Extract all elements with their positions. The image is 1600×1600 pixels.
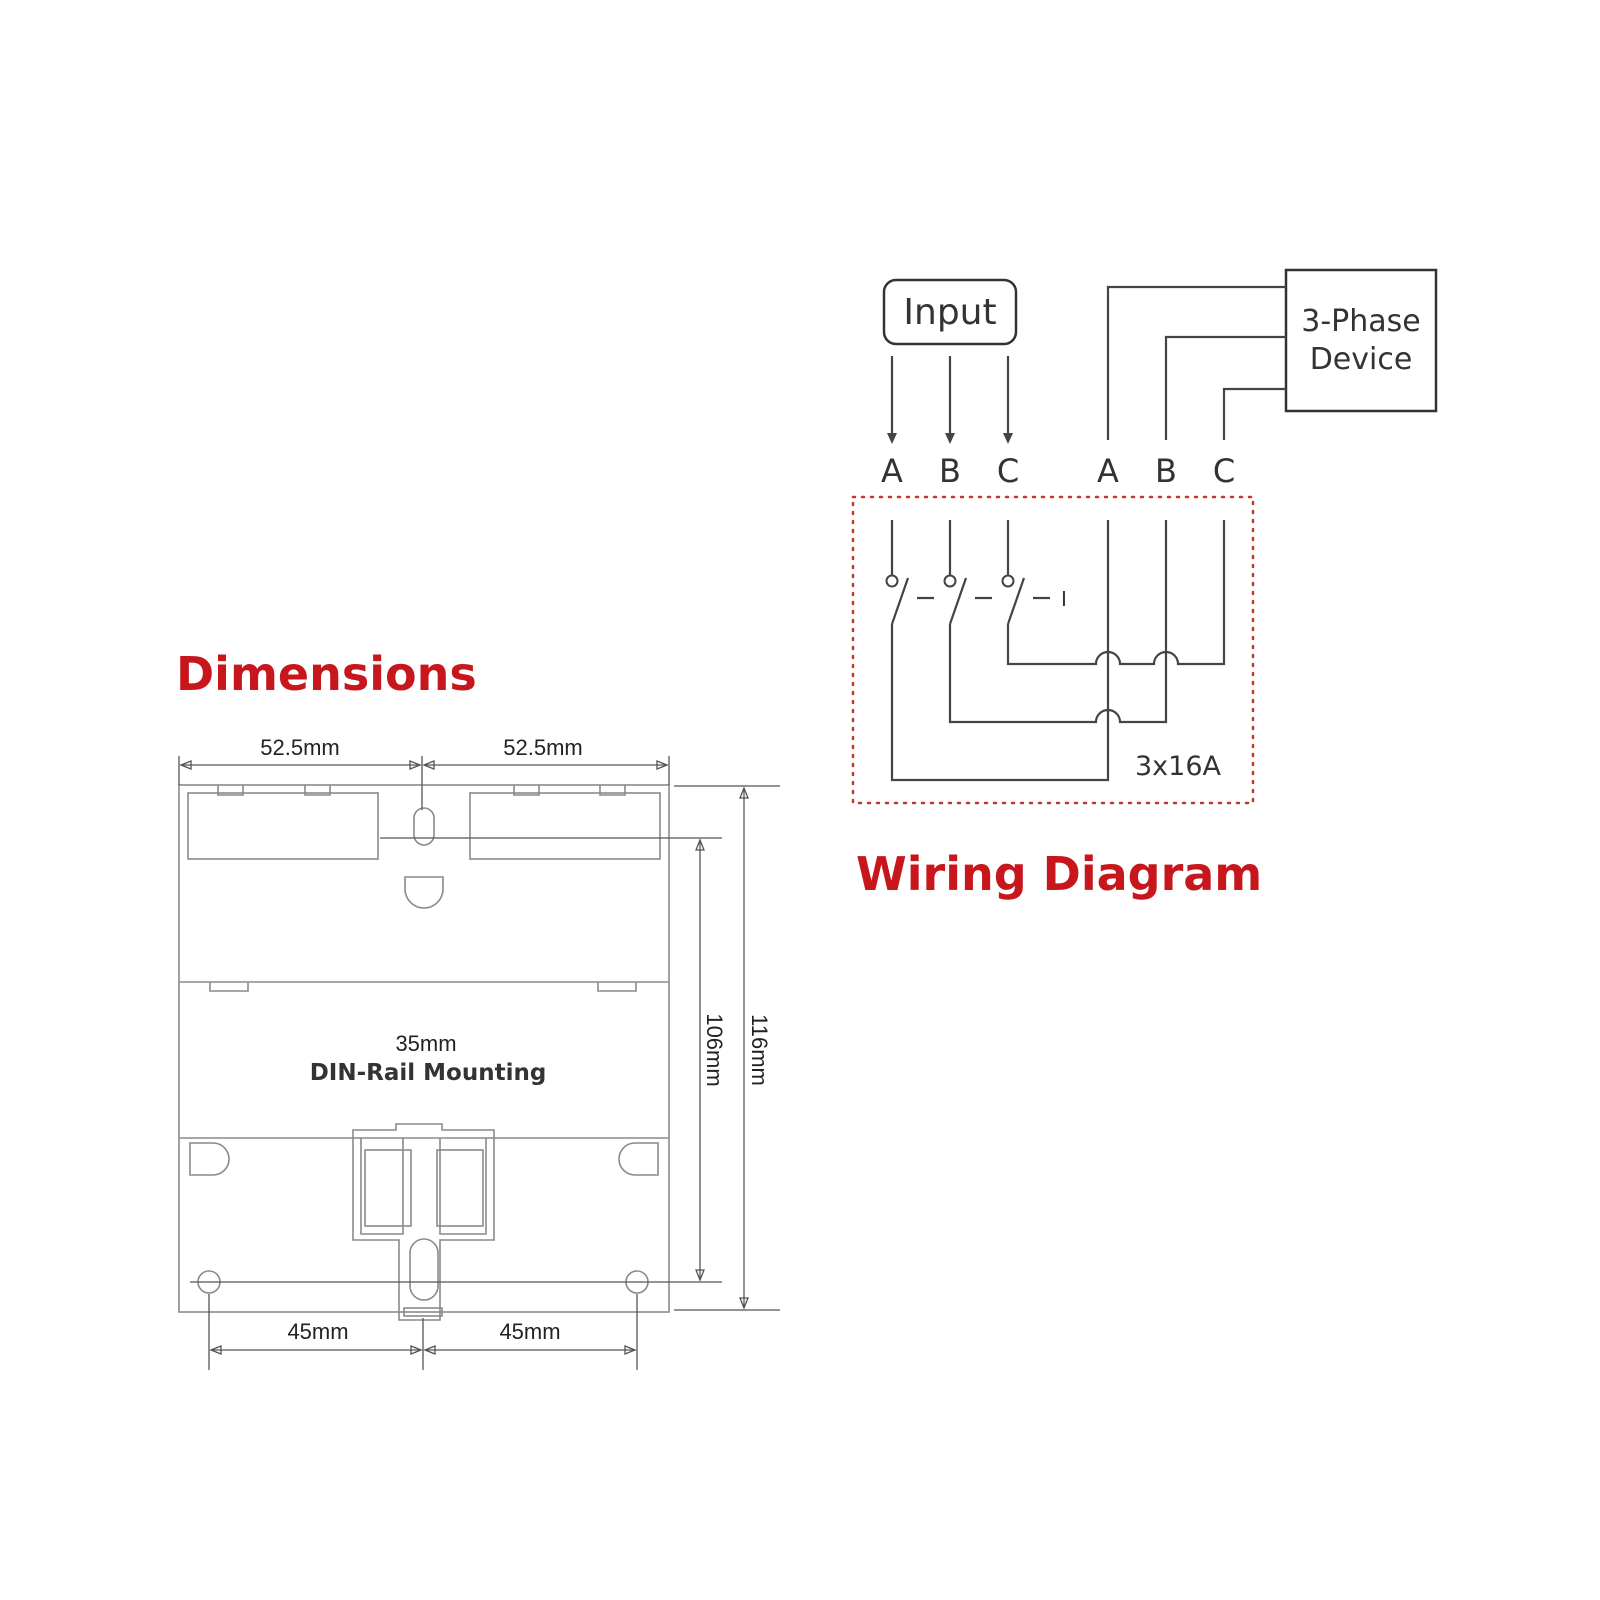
separator-notches	[209, 982, 637, 992]
top-right-width-label: 52.5mm	[503, 735, 582, 760]
keyhole-tab	[404, 876, 444, 909]
top-left-width-label: 52.5mm	[260, 735, 339, 760]
output-terminal-c: C	[1213, 452, 1235, 490]
side-slot-left	[189, 1142, 230, 1176]
input-box	[882, 278, 1018, 346]
bottom-right-spacing-label: 45mm	[499, 1319, 560, 1344]
wiring-section: Input A B C A B C 3-Phase Device	[851, 268, 1438, 901]
switch-state-mark: I	[1061, 587, 1067, 611]
terminal-notches-left	[217, 785, 331, 796]
terminal-cover-left	[187, 792, 379, 860]
rail-size-label: 35mm	[395, 1031, 456, 1056]
output-terminal-a: A	[1097, 452, 1119, 490]
clip-window-right	[436, 1149, 484, 1227]
din-clip-inner	[360, 1138, 487, 1235]
outer-height-label: 116mm	[747, 1014, 772, 1086]
dimension-lines	[178, 756, 780, 1370]
terminal-notches-right	[513, 785, 626, 796]
keyhole-slot	[413, 807, 435, 846]
device-label-line2: Device	[1310, 342, 1413, 377]
side-slot-right	[618, 1142, 659, 1176]
device-body	[178, 784, 670, 1313]
input-terminal-b: B	[939, 452, 961, 490]
bottom-left-spacing-label: 45mm	[287, 1319, 348, 1344]
device-outline	[178, 784, 670, 1321]
internal-wiring	[890, 520, 1226, 782]
clip-window-left	[364, 1149, 412, 1227]
input-label: Input	[903, 292, 996, 333]
input-arrows	[887, 356, 1013, 444]
input-terminal-a: A	[881, 452, 903, 490]
din-clip-outer	[352, 1123, 495, 1321]
wiring-diagram-title: Wiring Diagram	[856, 847, 1262, 901]
terminal-cover-right	[469, 792, 661, 860]
switch-poles	[885, 520, 1050, 625]
breaker-rating: 3x16A	[1135, 751, 1222, 782]
clip-slot	[409, 1238, 439, 1301]
dimensions-section: Dimensions	[176, 647, 780, 1370]
rail-mounting-label: DIN-Rail Mounting	[310, 1060, 547, 1086]
inner-height-label: 106mm	[702, 1013, 727, 1086]
input-terminal-c: C	[997, 452, 1019, 490]
three-phase-device-box	[1284, 268, 1438, 413]
device-label-line1: 3-Phase	[1301, 304, 1421, 339]
clip-tab	[403, 1307, 443, 1317]
device-feed-wires	[1106, 285, 1286, 440]
output-terminal-b: B	[1155, 452, 1177, 490]
breaker-enclosure	[851, 495, 1255, 805]
dimensions-title: Dimensions	[176, 647, 477, 701]
